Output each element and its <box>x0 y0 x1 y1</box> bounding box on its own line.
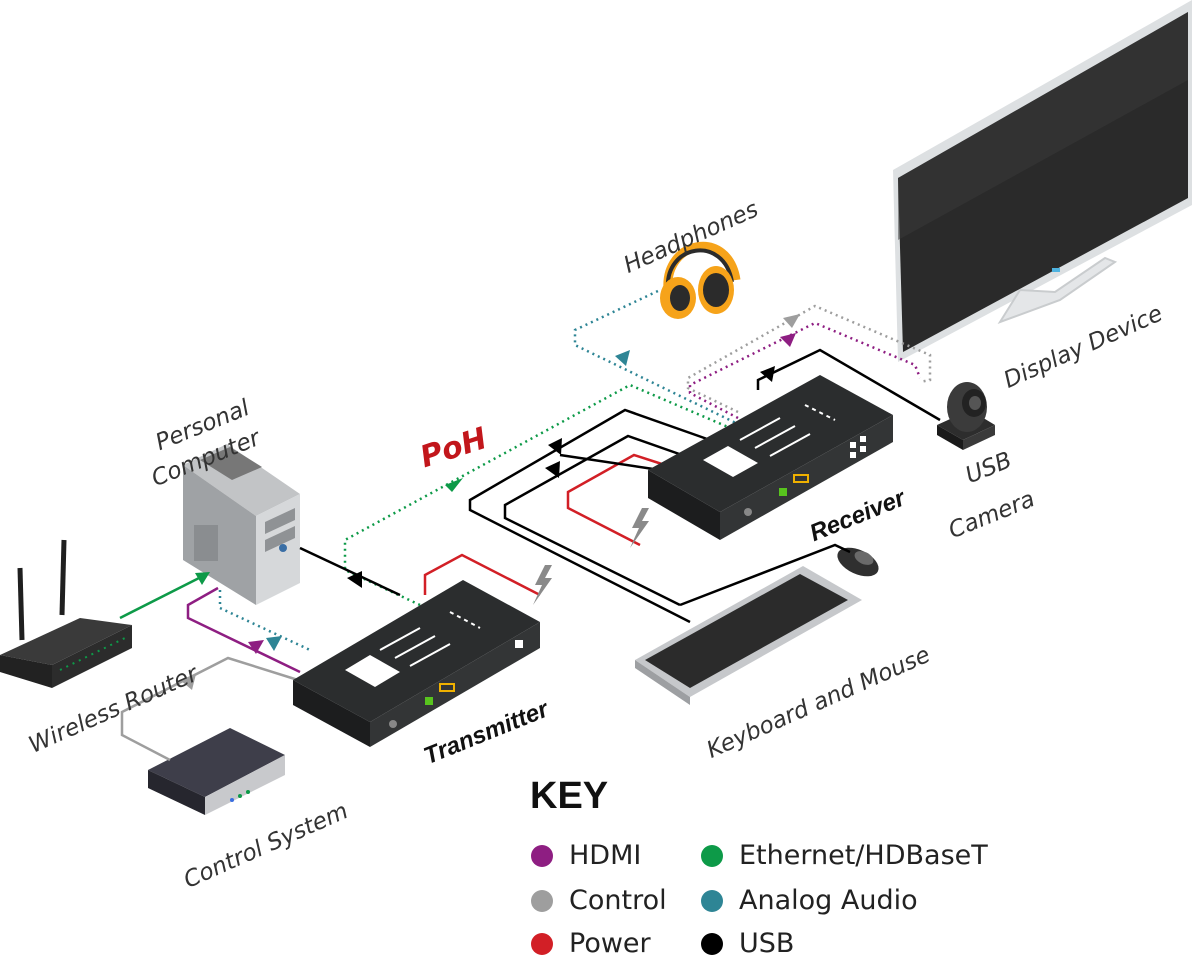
key-label: HDMI <box>569 840 642 871</box>
display-icon <box>893 0 1192 362</box>
headphones-icon <box>660 241 741 319</box>
key-dot <box>531 889 553 912</box>
key-item-analog-audio: Analog Audio <box>701 885 918 916</box>
pc-tower-icon <box>183 444 300 605</box>
router-icon <box>0 539 132 688</box>
key-label: Control <box>569 885 667 916</box>
key-item-control: Control <box>531 885 667 916</box>
usb-camera-icon <box>937 382 995 450</box>
key-dot <box>531 932 553 955</box>
key-item-ethernet: Ethernet/HDBaseT <box>701 840 988 871</box>
keyboard-icon <box>635 566 862 705</box>
key-label: Power <box>569 928 651 959</box>
control-box-icon <box>148 728 285 815</box>
key-label: USB <box>739 928 795 959</box>
mouse-icon <box>837 547 879 577</box>
key-dot <box>531 844 553 867</box>
transmitter-device-icon <box>293 580 540 747</box>
key-dot <box>701 844 723 867</box>
key-dot <box>701 932 723 955</box>
key-item-usb: USB <box>701 928 794 959</box>
key-item-hdmi: HDMI <box>531 840 641 871</box>
key-dot <box>701 889 723 912</box>
key-item-power: Power <box>531 928 651 959</box>
key-label: Ethernet/HDBaseT <box>739 840 988 871</box>
key-label: Analog Audio <box>739 885 918 916</box>
key-title: KEY <box>530 775 609 817</box>
receiver-device-icon <box>648 375 893 540</box>
lightning-icon <box>630 508 649 548</box>
lightning-icon <box>533 565 552 605</box>
